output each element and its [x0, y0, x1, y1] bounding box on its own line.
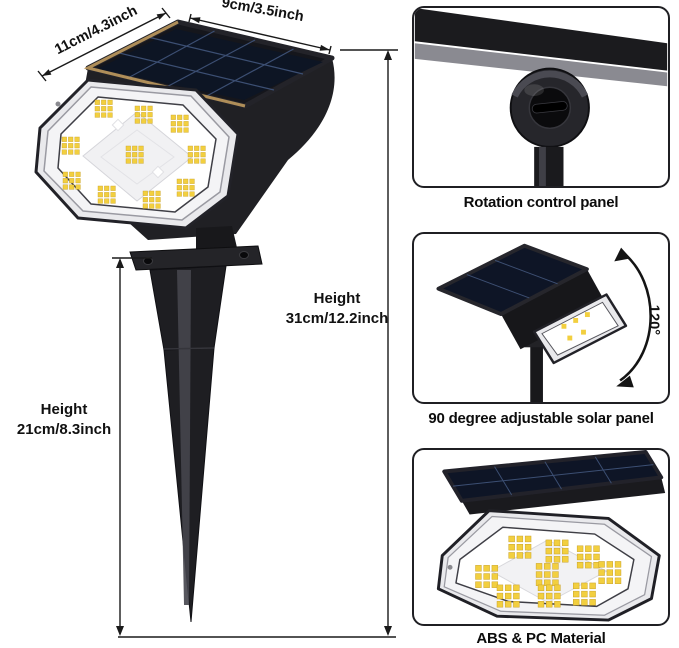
- solar-grid-lines: [117, 30, 304, 98]
- mini-led-squares: [561, 312, 590, 341]
- caption-rotation-control: Rotation control panel: [463, 194, 619, 211]
- ground-stake: [149, 265, 227, 623]
- led-face: [34, 78, 240, 230]
- caption-adjustable-panel: 90 degree adjustable solar panel: [428, 410, 654, 427]
- total-height-label: Height: [314, 290, 361, 307]
- caption-material: ABS & PC Material: [476, 630, 606, 647]
- panel-depth-value: 9cm/3.5inch: [220, 0, 305, 25]
- led-face-closeup-illustration: [436, 450, 666, 622]
- dimension-panel-depth: [188, 13, 332, 55]
- feature-card-adjustable: 120°: [412, 232, 670, 404]
- stake-height-label: Height: [41, 401, 88, 418]
- feature-card-material: [412, 448, 670, 626]
- mounting-plate: [129, 226, 263, 271]
- rotation-joint-illustration: [414, 8, 668, 186]
- feature-card-rotation: [412, 6, 670, 188]
- closeup-solar-grid: [452, 456, 654, 496]
- rotation-angle-arrow: [614, 247, 652, 388]
- dimension-panel-width: [37, 7, 171, 82]
- frame-screw: [55, 101, 61, 107]
- tilted-panel-illustration: 120°: [436, 243, 661, 402]
- spotlight-with-dimensions: Height 31cm/12.2inch Height 21cm/8.3inch…: [17, 0, 398, 638]
- total-height-value: 31cm/12.2inch: [286, 310, 389, 327]
- dimension-total-height: [340, 49, 398, 636]
- rotation-angle-value: 120°: [645, 305, 661, 335]
- dimension-stake-height: [112, 257, 396, 638]
- stake-height-value: 21cm/8.3inch: [17, 421, 111, 438]
